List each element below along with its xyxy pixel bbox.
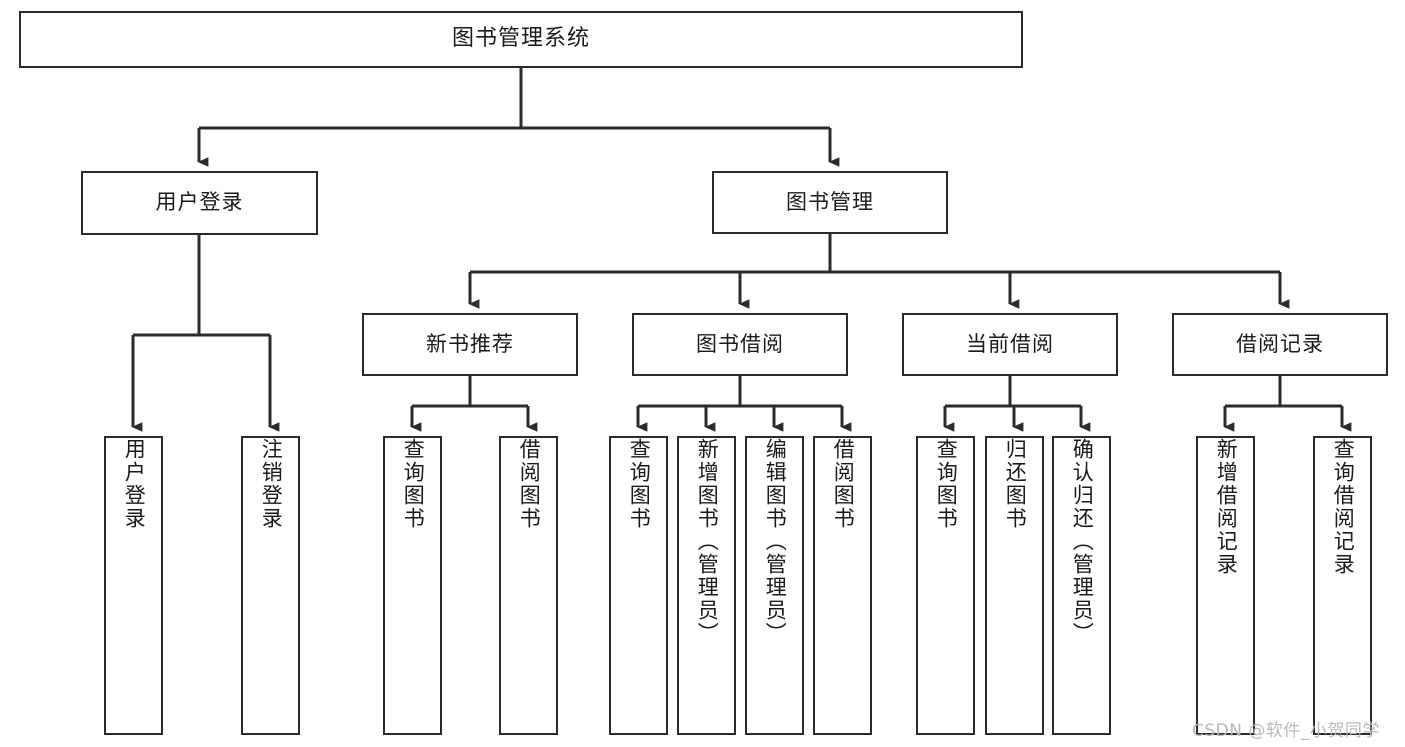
leaf-current-confirm-return[interactable]: 确认归还（管理员） [1052, 436, 1111, 735]
leaf-borrow-add-book[interactable]: 新增图书（管理员） [677, 436, 736, 735]
node-label: 借阅图书 [831, 438, 856, 530]
node-label: 图书管理 [786, 189, 874, 214]
node-book-management[interactable]: 图书管理 [712, 171, 948, 234]
node-book-borrow[interactable]: 图书借阅 [632, 313, 848, 376]
node-root-system[interactable]: 图书管理系统 [19, 11, 1023, 68]
leaf-borrow-edit-book[interactable]: 编辑图书（管理员） [745, 436, 804, 735]
leaf-record-query[interactable]: 查询借阅记录 [1313, 436, 1372, 735]
node-label: 编辑图书（管理员） [763, 438, 788, 645]
node-label: 用户登录 [122, 438, 147, 530]
leaf-current-return-book[interactable]: 归还图书 [985, 436, 1044, 735]
node-label: 当前借阅 [966, 331, 1054, 356]
node-label: 确认归还（管理员） [1070, 438, 1095, 645]
node-label: 新书推荐 [426, 331, 514, 356]
leaf-record-add[interactable]: 新增借阅记录 [1196, 436, 1255, 735]
node-label: 注销登录 [259, 438, 284, 530]
node-label: 图书借阅 [696, 331, 784, 356]
node-current-borrow[interactable]: 当前借阅 [902, 313, 1118, 376]
node-label: 归还图书 [1003, 438, 1028, 530]
leaf-user-login-logout[interactable]: 注销登录 [241, 436, 300, 735]
node-label: 借阅记录 [1236, 331, 1324, 356]
node-borrow-record[interactable]: 借阅记录 [1172, 313, 1388, 376]
node-label: 用户登录 [155, 190, 244, 215]
leaf-current-query-book[interactable]: 查询图书 [916, 436, 975, 735]
node-label: 查询图书 [401, 438, 426, 530]
node-label: 查询图书 [627, 438, 652, 530]
node-label: 图书管理系统 [451, 26, 590, 52]
leaf-new-book-borrow[interactable]: 借阅图书 [499, 436, 558, 735]
leaf-user-login-login[interactable]: 用户登录 [104, 436, 163, 735]
leaf-borrow-query-book[interactable]: 查询图书 [609, 436, 668, 735]
node-label: 查询借阅记录 [1331, 438, 1356, 576]
leaf-new-book-query[interactable]: 查询图书 [383, 436, 442, 735]
csdn-watermark: CSDN @软件_小贺同学 [1192, 721, 1380, 741]
node-new-book-recommend[interactable]: 新书推荐 [362, 313, 578, 376]
leaf-borrow-borrow-book[interactable]: 借阅图书 [813, 436, 872, 735]
node-label: 借阅图书 [517, 438, 542, 530]
node-user-login[interactable]: 用户登录 [81, 171, 318, 235]
node-label: 新增借阅记录 [1214, 438, 1239, 576]
node-label: 新增图书（管理员） [695, 438, 720, 645]
node-label: 查询图书 [934, 438, 959, 530]
